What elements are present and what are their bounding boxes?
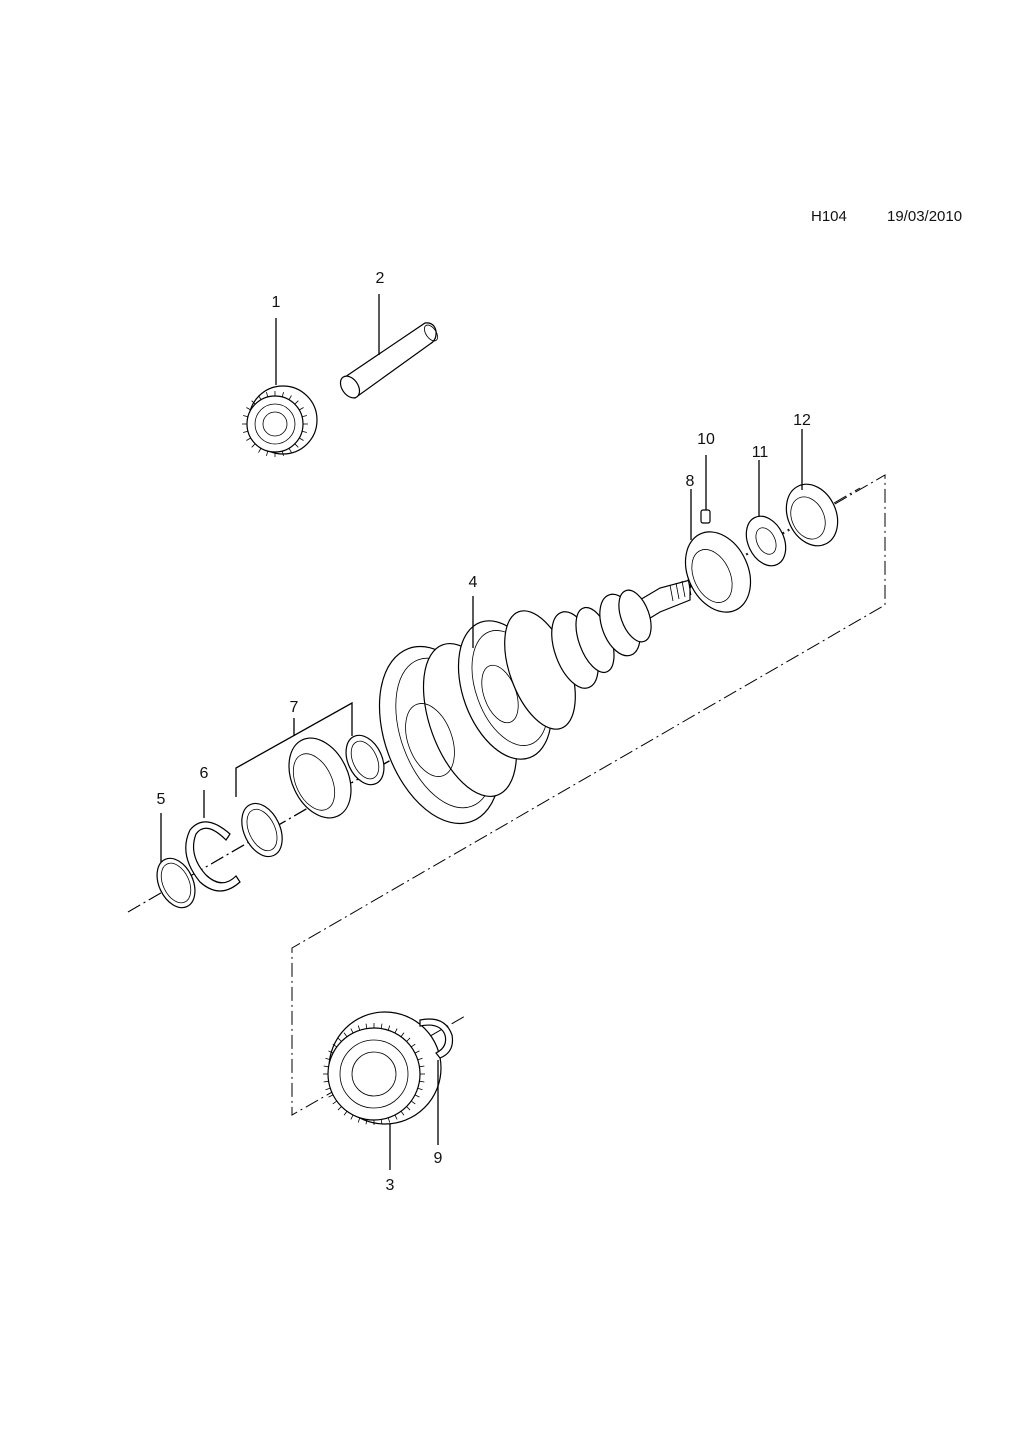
drawing-code: H104 <box>811 208 847 225</box>
part-3-gear <box>323 1011 442 1125</box>
gear-tooth <box>400 1110 405 1116</box>
gear-tooth <box>410 1043 416 1048</box>
gear-tooth <box>301 430 307 433</box>
gear-tooth <box>266 450 269 456</box>
gear-tooth <box>246 437 251 441</box>
gear-tooth <box>328 1094 334 1098</box>
part-9-circlip <box>419 1018 454 1059</box>
gear-tooth <box>380 1119 383 1125</box>
gear-tooth <box>417 1057 423 1061</box>
gear-tooth <box>406 1106 411 1111</box>
gear-tooth <box>281 450 284 456</box>
gear-tooth <box>332 1100 338 1105</box>
callout-3: 3 <box>386 1177 395 1194</box>
gear-tooth <box>406 1037 411 1042</box>
gear-tooth <box>414 1094 420 1098</box>
gear-tooth <box>417 1087 423 1091</box>
callout-5: 5 <box>157 791 166 808</box>
gear-tooth <box>419 1080 425 1083</box>
gear-tooth <box>251 443 256 448</box>
gear-tooth <box>387 1117 391 1123</box>
gear-tooth <box>400 1032 405 1038</box>
part-7-bearing-set <box>241 734 385 858</box>
gear-tooth <box>281 392 284 398</box>
gear-tooth <box>288 395 292 400</box>
part-1-gear <box>242 385 318 457</box>
gear-tooth <box>258 448 262 453</box>
gear-tooth <box>387 1025 391 1031</box>
callout-10: 10 <box>697 431 715 448</box>
gear-tooth <box>299 437 304 441</box>
gear-tooth <box>251 400 256 405</box>
gear-tooth <box>350 1028 354 1034</box>
callout-12: 12 <box>793 412 811 429</box>
gear-tooth <box>323 1065 329 1068</box>
gear-tooth <box>246 407 251 411</box>
part-10-roller-pin <box>700 509 711 524</box>
gear-tooth <box>294 400 299 405</box>
part-5-snap-ring <box>156 857 196 909</box>
gear-tooth <box>350 1114 354 1120</box>
gear-tooth <box>243 430 249 433</box>
leader-lines <box>160 294 803 1170</box>
gear-tooth <box>328 1050 334 1054</box>
gear-tooth <box>365 1119 368 1125</box>
gear-tooth <box>337 1037 342 1042</box>
gear-tooth <box>323 1080 329 1083</box>
gear-tooth <box>343 1032 348 1038</box>
gear-tooth <box>299 407 304 411</box>
gear-tooth <box>365 1023 368 1029</box>
gear-tooth <box>357 1025 361 1031</box>
part-2-pin <box>339 322 438 399</box>
gear-tooth <box>325 1057 331 1061</box>
gear-tooth <box>394 1028 398 1034</box>
callout-labels: 1 2 3 4 5 6 7 8 9 10 11 12 <box>157 270 811 1194</box>
callout-6: 6 <box>200 765 209 782</box>
gear-tooth <box>288 448 292 453</box>
gear-tooth <box>380 1023 383 1029</box>
gear-tooth <box>343 1110 348 1116</box>
gear-tooth <box>258 395 262 400</box>
gear-tooth <box>414 1050 420 1054</box>
gear-tooth <box>419 1065 425 1068</box>
gear-tooth <box>332 1043 338 1048</box>
gear-tooth <box>294 443 299 448</box>
drawing-date: 19/03/2010 <box>887 208 963 225</box>
callout-11: 11 <box>752 444 769 461</box>
gear-tooth <box>301 415 307 418</box>
gear-tooth <box>337 1106 342 1111</box>
part-6-circlip <box>185 821 241 892</box>
gear-tooth <box>266 392 269 398</box>
callout-7: 7 <box>290 699 299 716</box>
part-4-countershaft <box>378 578 692 825</box>
gear-tooth <box>243 415 249 418</box>
part-12-needle-bearing <box>785 483 839 547</box>
callout-2: 2 <box>376 270 385 287</box>
assembly-boundary-frame <box>127 474 886 1116</box>
callout-9: 9 <box>434 1150 443 1167</box>
callout-1: 1 <box>272 294 281 311</box>
gear-tooth <box>357 1117 361 1123</box>
callout-4: 4 <box>469 574 478 591</box>
gear-tooth <box>325 1087 331 1091</box>
part-8-bearing <box>684 531 752 613</box>
callout-8: 8 <box>686 473 695 490</box>
gear-tooth <box>394 1114 398 1120</box>
part-11-thrust-washer <box>745 515 787 567</box>
gear-tooth <box>410 1100 416 1105</box>
